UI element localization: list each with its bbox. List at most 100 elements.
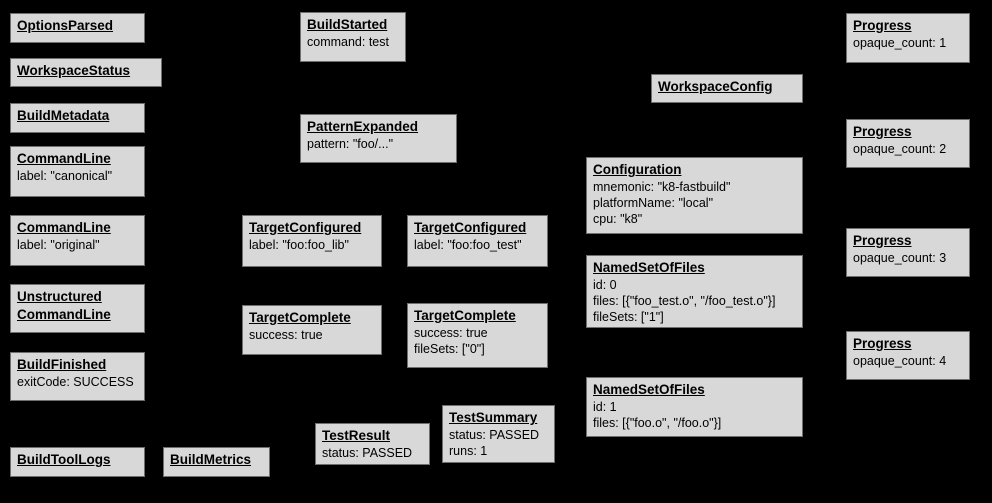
node-title-line: Configuration <box>593 162 682 177</box>
node-title: WorkspaceConfig <box>658 78 796 96</box>
node-attribute: label: "canonical" <box>17 169 113 183</box>
node-attribute: platformName: "local" <box>593 196 714 210</box>
node-attribute: pattern: "foo/..." <box>307 137 394 151</box>
node-attribute: status: PASSED <box>449 428 540 442</box>
node-title-line: NamedSetOfFiles <box>593 382 705 397</box>
node-title-line: Unstructured <box>17 289 102 304</box>
node-attribute: id: 0 <box>593 278 617 292</box>
node-title: CommandLine <box>17 150 138 168</box>
node-attribute: fileSets: ["0"] <box>414 342 485 356</box>
node-attribute: label: "foo:foo_lib" <box>249 238 349 252</box>
node-title: Configuration <box>593 161 796 179</box>
node-title-line: OptionsParsed <box>17 18 114 33</box>
node-title-line: WorkspaceStatus <box>17 63 131 78</box>
node-options-parsed: OptionsParsed <box>10 13 145 43</box>
node-title: Progress <box>853 335 963 353</box>
node-title: BuildToolLogs <box>17 451 138 469</box>
node-target-configured-foo-lib: TargetConfigured label: "foo:foo_lib" <box>242 215 382 267</box>
node-title-line: CommandLine <box>17 220 111 235</box>
node-title: TargetComplete <box>249 309 375 327</box>
node-title: OptionsParsed <box>17 17 138 35</box>
node-build-metrics: BuildMetrics <box>163 447 270 477</box>
node-title-line: CommandLine <box>17 151 111 166</box>
node-attribute: command: test <box>307 35 389 49</box>
node-attribute: label: "foo:foo_test" <box>414 238 522 252</box>
node-title: TestSummary <box>449 409 548 427</box>
node-attribute: runs: 1 <box>449 444 488 458</box>
node-title: TestResult <box>322 427 423 445</box>
node-test-summary: TestSummary status: PASSED runs: 1 <box>442 405 555 463</box>
node-title: WorkspaceStatus <box>17 62 155 80</box>
node-attribute: opaque_count: 4 <box>853 354 947 368</box>
node-title-line: CommandLine <box>17 307 111 322</box>
node-title-line: TargetConfigured <box>414 220 527 235</box>
node-target-configured-foo-test: TargetConfigured label: "foo:foo_test" <box>407 215 548 267</box>
node-build-metadata: BuildMetadata <box>10 103 145 133</box>
node-named-set-of-files-1: NamedSetOfFiles id: 1 files: [{"foo.o", "/… <box>586 377 803 437</box>
node-title-line: Progress <box>853 233 912 248</box>
node-title-line: TargetConfigured <box>249 220 362 235</box>
node-title-line: NamedSetOfFiles <box>593 260 705 275</box>
node-title: BuildMetadata <box>17 107 138 125</box>
node-title-line: TargetComplete <box>249 310 351 325</box>
node-command-line-original: CommandLine label: "original" <box>10 215 145 266</box>
node-progress-3: Progress opaque_count: 3 <box>846 228 970 277</box>
node-title-line: Progress <box>853 336 912 351</box>
node-title: BuildMetrics <box>170 451 263 469</box>
node-title-line: PatternExpanded <box>307 119 419 134</box>
node-title: TargetConfigured <box>249 219 375 237</box>
node-command-line-canonical: CommandLine label: "canonical" <box>10 146 145 197</box>
node-build-tool-logs: BuildToolLogs <box>10 447 145 477</box>
node-title: CommandLine <box>17 219 138 237</box>
node-title: NamedSetOfFiles <box>593 381 796 399</box>
node-title-line: BuildToolLogs <box>17 452 111 467</box>
node-title-line: BuildFinished <box>17 357 107 372</box>
node-named-set-of-files-0: NamedSetOfFiles id: 0 files: [{"foo_test.o… <box>586 255 803 328</box>
node-title-line: Progress <box>853 124 912 139</box>
node-title: TargetConfigured <box>414 219 541 237</box>
node-title-line: TargetComplete <box>414 308 516 323</box>
node-title: Progress <box>853 17 963 35</box>
node-configuration: Configuration mnemonic: "k8-fastbuild" pla… <box>586 157 803 234</box>
node-progress-4: Progress opaque_count: 4 <box>846 331 970 380</box>
node-attribute: files: [{"foo_test.o", "/foo_test.o"}] <box>593 294 776 308</box>
node-title-line: BuildStarted <box>307 17 388 32</box>
node-attribute: label: "original" <box>17 238 100 252</box>
node-title: BuildFinished <box>17 356 138 374</box>
node-title-line: BuildMetadata <box>17 108 110 123</box>
node-build-finished: BuildFinished exitCode: SUCCESS <box>10 352 145 401</box>
node-title-line: TestResult <box>322 428 391 443</box>
node-title-line: Progress <box>853 18 912 33</box>
node-test-result: TestResult status: PASSED <box>315 423 430 465</box>
node-target-complete-foo-test: TargetComplete success: true fileSets: ["0… <box>407 303 548 368</box>
node-title-line: BuildMetrics <box>170 452 252 467</box>
node-title: BuildStarted <box>307 16 399 34</box>
node-title-line: TestSummary <box>449 410 538 425</box>
node-progress-2: Progress opaque_count: 2 <box>846 119 970 168</box>
node-pattern-expanded: PatternExpanded pattern: "foo/..." <box>300 114 457 163</box>
node-build-started: BuildStarted command: test <box>300 12 406 62</box>
node-workspace-config: WorkspaceConfig <box>651 74 803 103</box>
node-attribute: opaque_count: 2 <box>853 142 947 156</box>
node-title: TargetComplete <box>414 307 541 325</box>
node-attribute: opaque_count: 3 <box>853 251 947 265</box>
node-attribute: success: true <box>249 328 323 342</box>
node-target-complete-foo-lib: TargetComplete success: true <box>242 305 382 355</box>
node-title: Progress <box>853 123 963 141</box>
node-attribute: fileSets: ["1"] <box>593 310 664 324</box>
node-title: NamedSetOfFiles <box>593 259 796 277</box>
node-attribute: opaque_count: 1 <box>853 36 947 50</box>
node-progress-1: Progress opaque_count: 1 <box>846 13 970 63</box>
node-attribute: files: [{"foo.o", "/foo.o"}] <box>593 416 722 430</box>
node-attribute: cpu: "k8" <box>593 212 643 226</box>
node-attribute: id: 1 <box>593 400 617 414</box>
node-attribute: success: true <box>414 326 488 340</box>
node-title: PatternExpanded <box>307 118 450 136</box>
node-attribute: status: PASSED <box>322 446 413 460</box>
node-attribute: exitCode: SUCCESS <box>17 375 134 389</box>
node-title: Progress <box>853 232 963 250</box>
node-attribute: mnemonic: "k8-fastbuild" <box>593 180 731 194</box>
